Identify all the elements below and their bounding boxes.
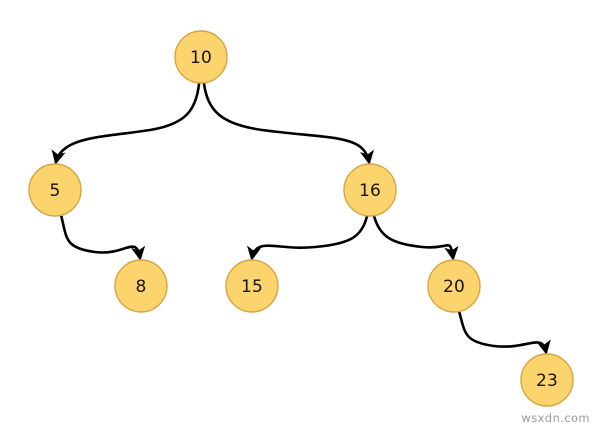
tree-node-20[interactable]: 20 [427, 259, 481, 313]
node-circle[interactable] [174, 30, 228, 84]
edge-10-to-5 [51, 82, 201, 165]
node-circle[interactable] [114, 259, 168, 313]
watermark: wsxdn.com [521, 411, 590, 425]
node-circle[interactable] [225, 259, 279, 313]
edge-layer [51, 82, 551, 355]
node-circle[interactable] [28, 163, 82, 217]
node-label: 10 [190, 48, 212, 68]
node-layer: 10 5 16 8 15 20 [28, 30, 574, 407]
node-label: 16 [359, 181, 381, 201]
node-circle[interactable] [427, 259, 481, 313]
node-circle[interactable] [343, 163, 397, 217]
edge-16-to-15 [247, 214, 369, 261]
node-label: 23 [536, 371, 558, 391]
node-circle[interactable] [520, 353, 574, 407]
node-label: 5 [49, 181, 60, 201]
node-label: 8 [135, 277, 146, 297]
edge-20-to-23 [457, 309, 551, 355]
edge-16-to-20 [372, 214, 459, 261]
tree-node-left-child[interactable]: 5 [28, 163, 82, 217]
node-label: 20 [443, 277, 465, 297]
tree-node-leaf-15[interactable]: 15 [225, 259, 279, 313]
node-label: 15 [241, 277, 263, 297]
tree-node-leaf-8[interactable]: 8 [114, 259, 168, 313]
tree-node-right-child[interactable]: 16 [343, 163, 397, 217]
edge-10-to-16 [202, 82, 375, 165]
tree-node-root[interactable]: 10 [174, 30, 228, 84]
tree-node-leaf-23[interactable]: 23 [520, 353, 574, 407]
edge-5-to-8 [59, 213, 146, 261]
